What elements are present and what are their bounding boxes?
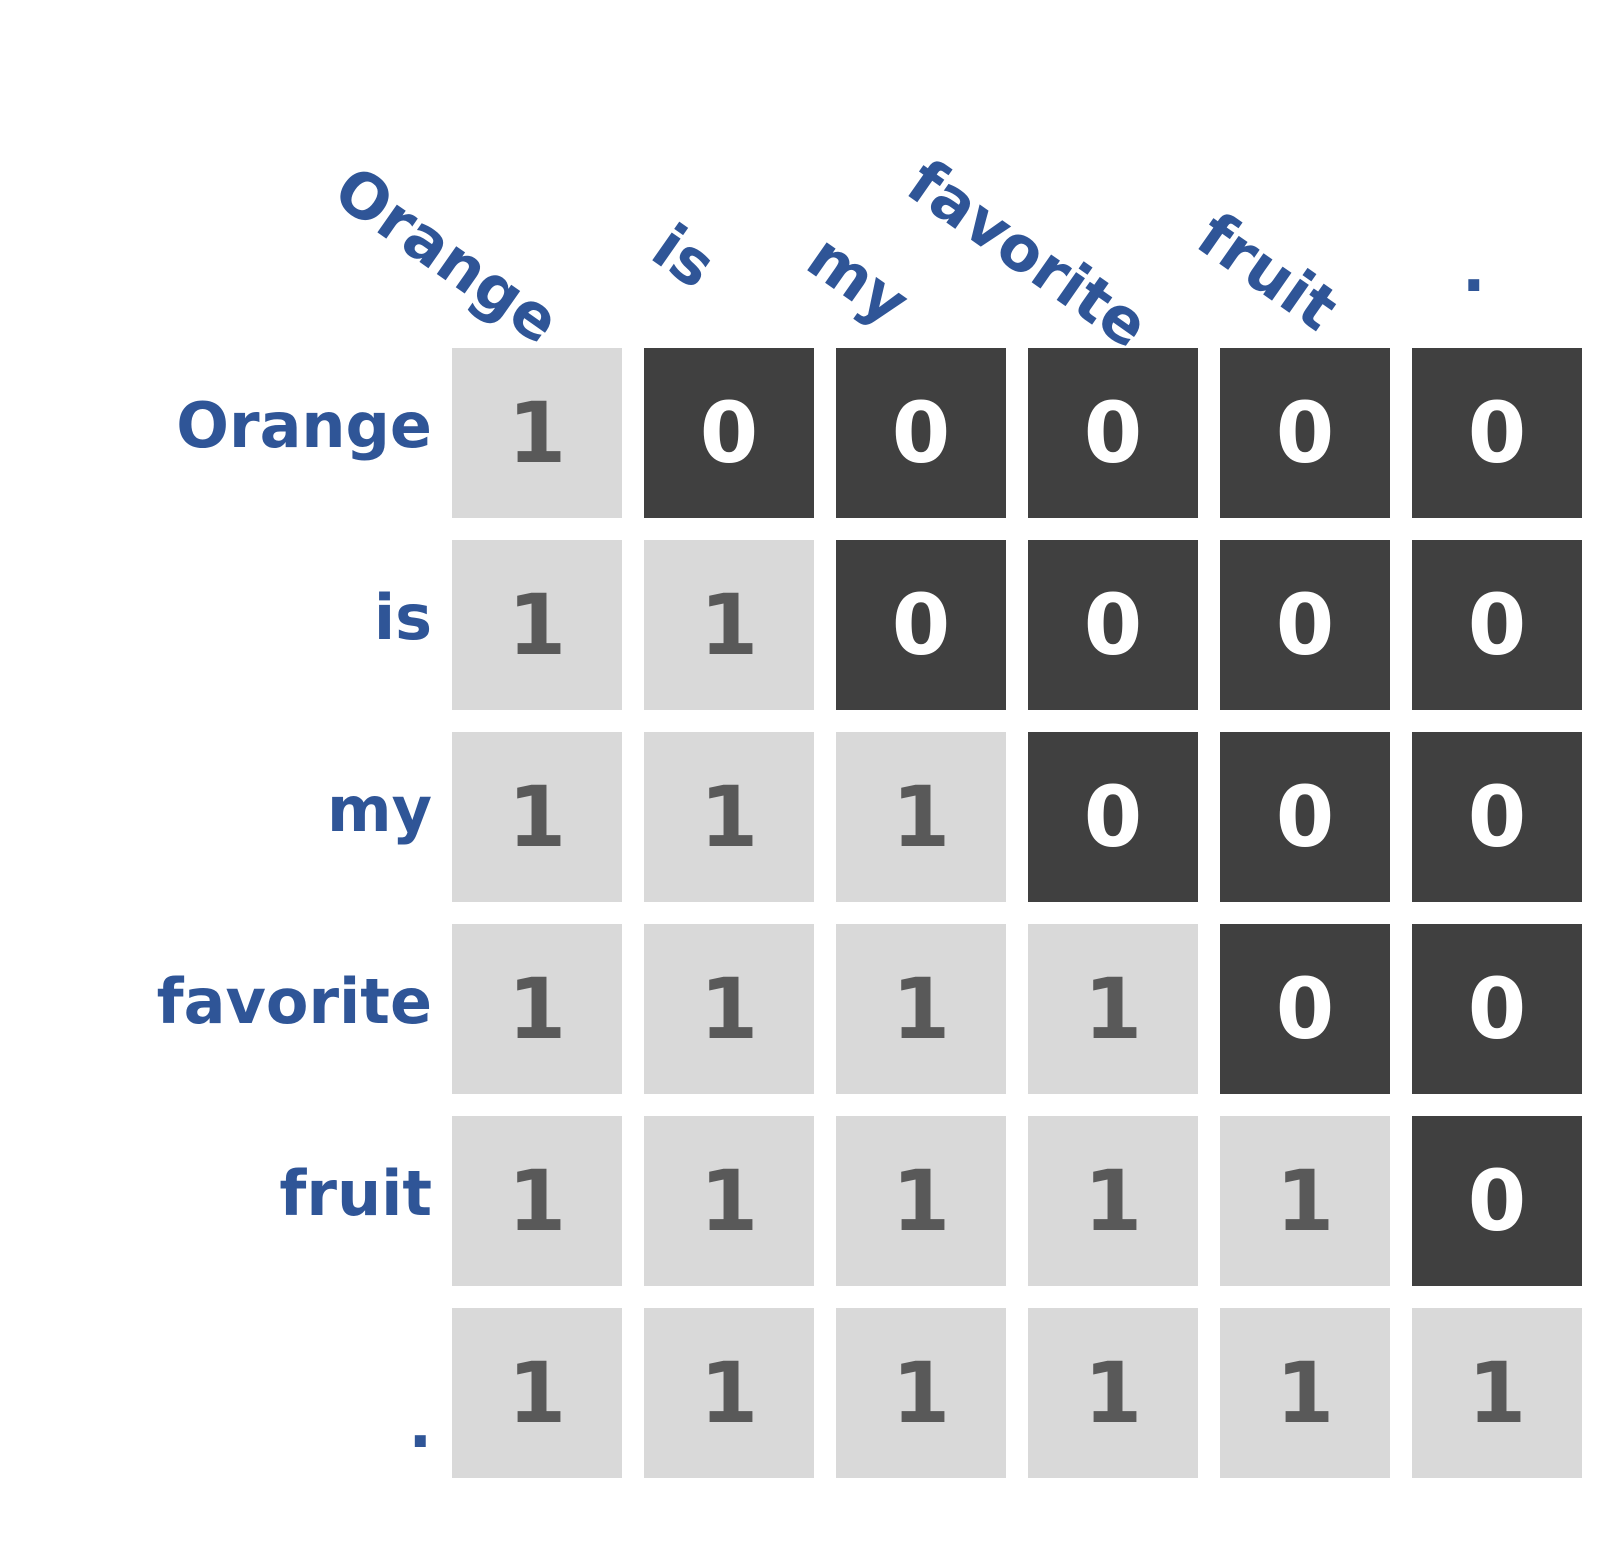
column-label-orange: Orange xyxy=(321,151,573,359)
mask-cell: 0 xyxy=(1220,348,1390,518)
mask-cell: 1 xyxy=(452,732,622,902)
mask-cell: 1 xyxy=(452,540,622,710)
mask-cell: 0 xyxy=(1412,1116,1582,1286)
mask-cell: 0 xyxy=(1220,540,1390,710)
mask-cell: 0 xyxy=(836,540,1006,710)
mask-cell: 0 xyxy=(1220,732,1390,902)
mask-cell: 0 xyxy=(1412,732,1582,902)
mask-cell: 1 xyxy=(1028,1116,1198,1286)
column-label-fruit: fruit xyxy=(1184,197,1352,346)
row-label-favorite: favorite xyxy=(156,965,432,1038)
mask-cell: 1 xyxy=(644,732,814,902)
mask-cell: 1 xyxy=(644,1308,814,1478)
column-label-my: my xyxy=(794,219,923,340)
mask-cell: 1 xyxy=(452,1308,622,1478)
mask-cell: 1 xyxy=(836,1116,1006,1286)
column-label-favorite: favorite xyxy=(894,144,1162,363)
mask-cell: 1 xyxy=(836,924,1006,1094)
mask-cell: 0 xyxy=(836,348,1006,518)
column-label-period: . xyxy=(1462,233,1486,306)
mask-cell: 1 xyxy=(836,732,1006,902)
mask-cell: 1 xyxy=(644,1116,814,1286)
mask-cell: 0 xyxy=(1220,924,1390,1094)
row-label-orange: Orange xyxy=(176,389,432,462)
mask-cell: 1 xyxy=(452,1116,622,1286)
row-label-my: my xyxy=(326,773,432,846)
row-label-fruit: fruit xyxy=(279,1157,432,1230)
row-label-is: is xyxy=(373,581,432,654)
mask-cell: 0 xyxy=(1028,348,1198,518)
mask-cell: 1 xyxy=(452,924,622,1094)
mask-cell: 1 xyxy=(644,924,814,1094)
mask-cell: 0 xyxy=(1028,732,1198,902)
mask-cell: 0 xyxy=(1412,540,1582,710)
mask-cell: 1 xyxy=(1220,1308,1390,1478)
mask-cell: 0 xyxy=(1412,348,1582,518)
mask-cell: 1 xyxy=(1028,924,1198,1094)
mask-cell: 1 xyxy=(836,1308,1006,1478)
mask-cell: 1 xyxy=(1028,1308,1198,1478)
mask-cell: 1 xyxy=(644,540,814,710)
mask-cell: 0 xyxy=(1412,924,1582,1094)
column-label-is: is xyxy=(639,209,729,303)
row-label-period: . xyxy=(408,1389,432,1462)
mask-cell: 1 xyxy=(1220,1116,1390,1286)
mask-cell: 1 xyxy=(452,348,622,518)
mask-cell: 0 xyxy=(1028,540,1198,710)
mask-cell: 1 xyxy=(1412,1308,1582,1478)
mask-cell: 0 xyxy=(644,348,814,518)
